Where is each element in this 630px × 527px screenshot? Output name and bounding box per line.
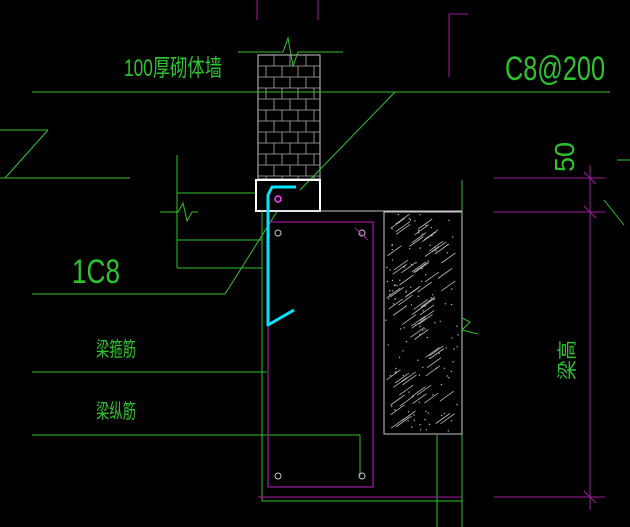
masonry-wall xyxy=(238,36,343,180)
bar-spec-label: 1C8 xyxy=(72,253,120,291)
edge-tick-2 xyxy=(603,199,625,226)
concrete-hatch xyxy=(383,211,479,435)
dimension-50-label: 50 xyxy=(549,142,580,172)
wall-cap-highlight xyxy=(255,179,321,212)
stirrup-hook-mark xyxy=(354,227,369,241)
longitudinal-bars xyxy=(274,229,366,480)
bracket-mark xyxy=(448,13,468,77)
beam-break-line xyxy=(160,155,262,269)
dimension-lines xyxy=(494,165,605,510)
wall-label: 100厚砌体墙 xyxy=(124,55,222,82)
stirrup-spec-label: C8@200 xyxy=(505,50,605,88)
beam-long-bar-label: 梁纵筋 xyxy=(96,400,136,423)
slab-edge xyxy=(0,129,130,179)
beam-height-label: 梁高 xyxy=(556,340,579,380)
beam-stirrup-label: 梁箍筋 xyxy=(96,338,136,361)
bent-rebar xyxy=(266,185,296,327)
anchor-point xyxy=(274,195,282,203)
